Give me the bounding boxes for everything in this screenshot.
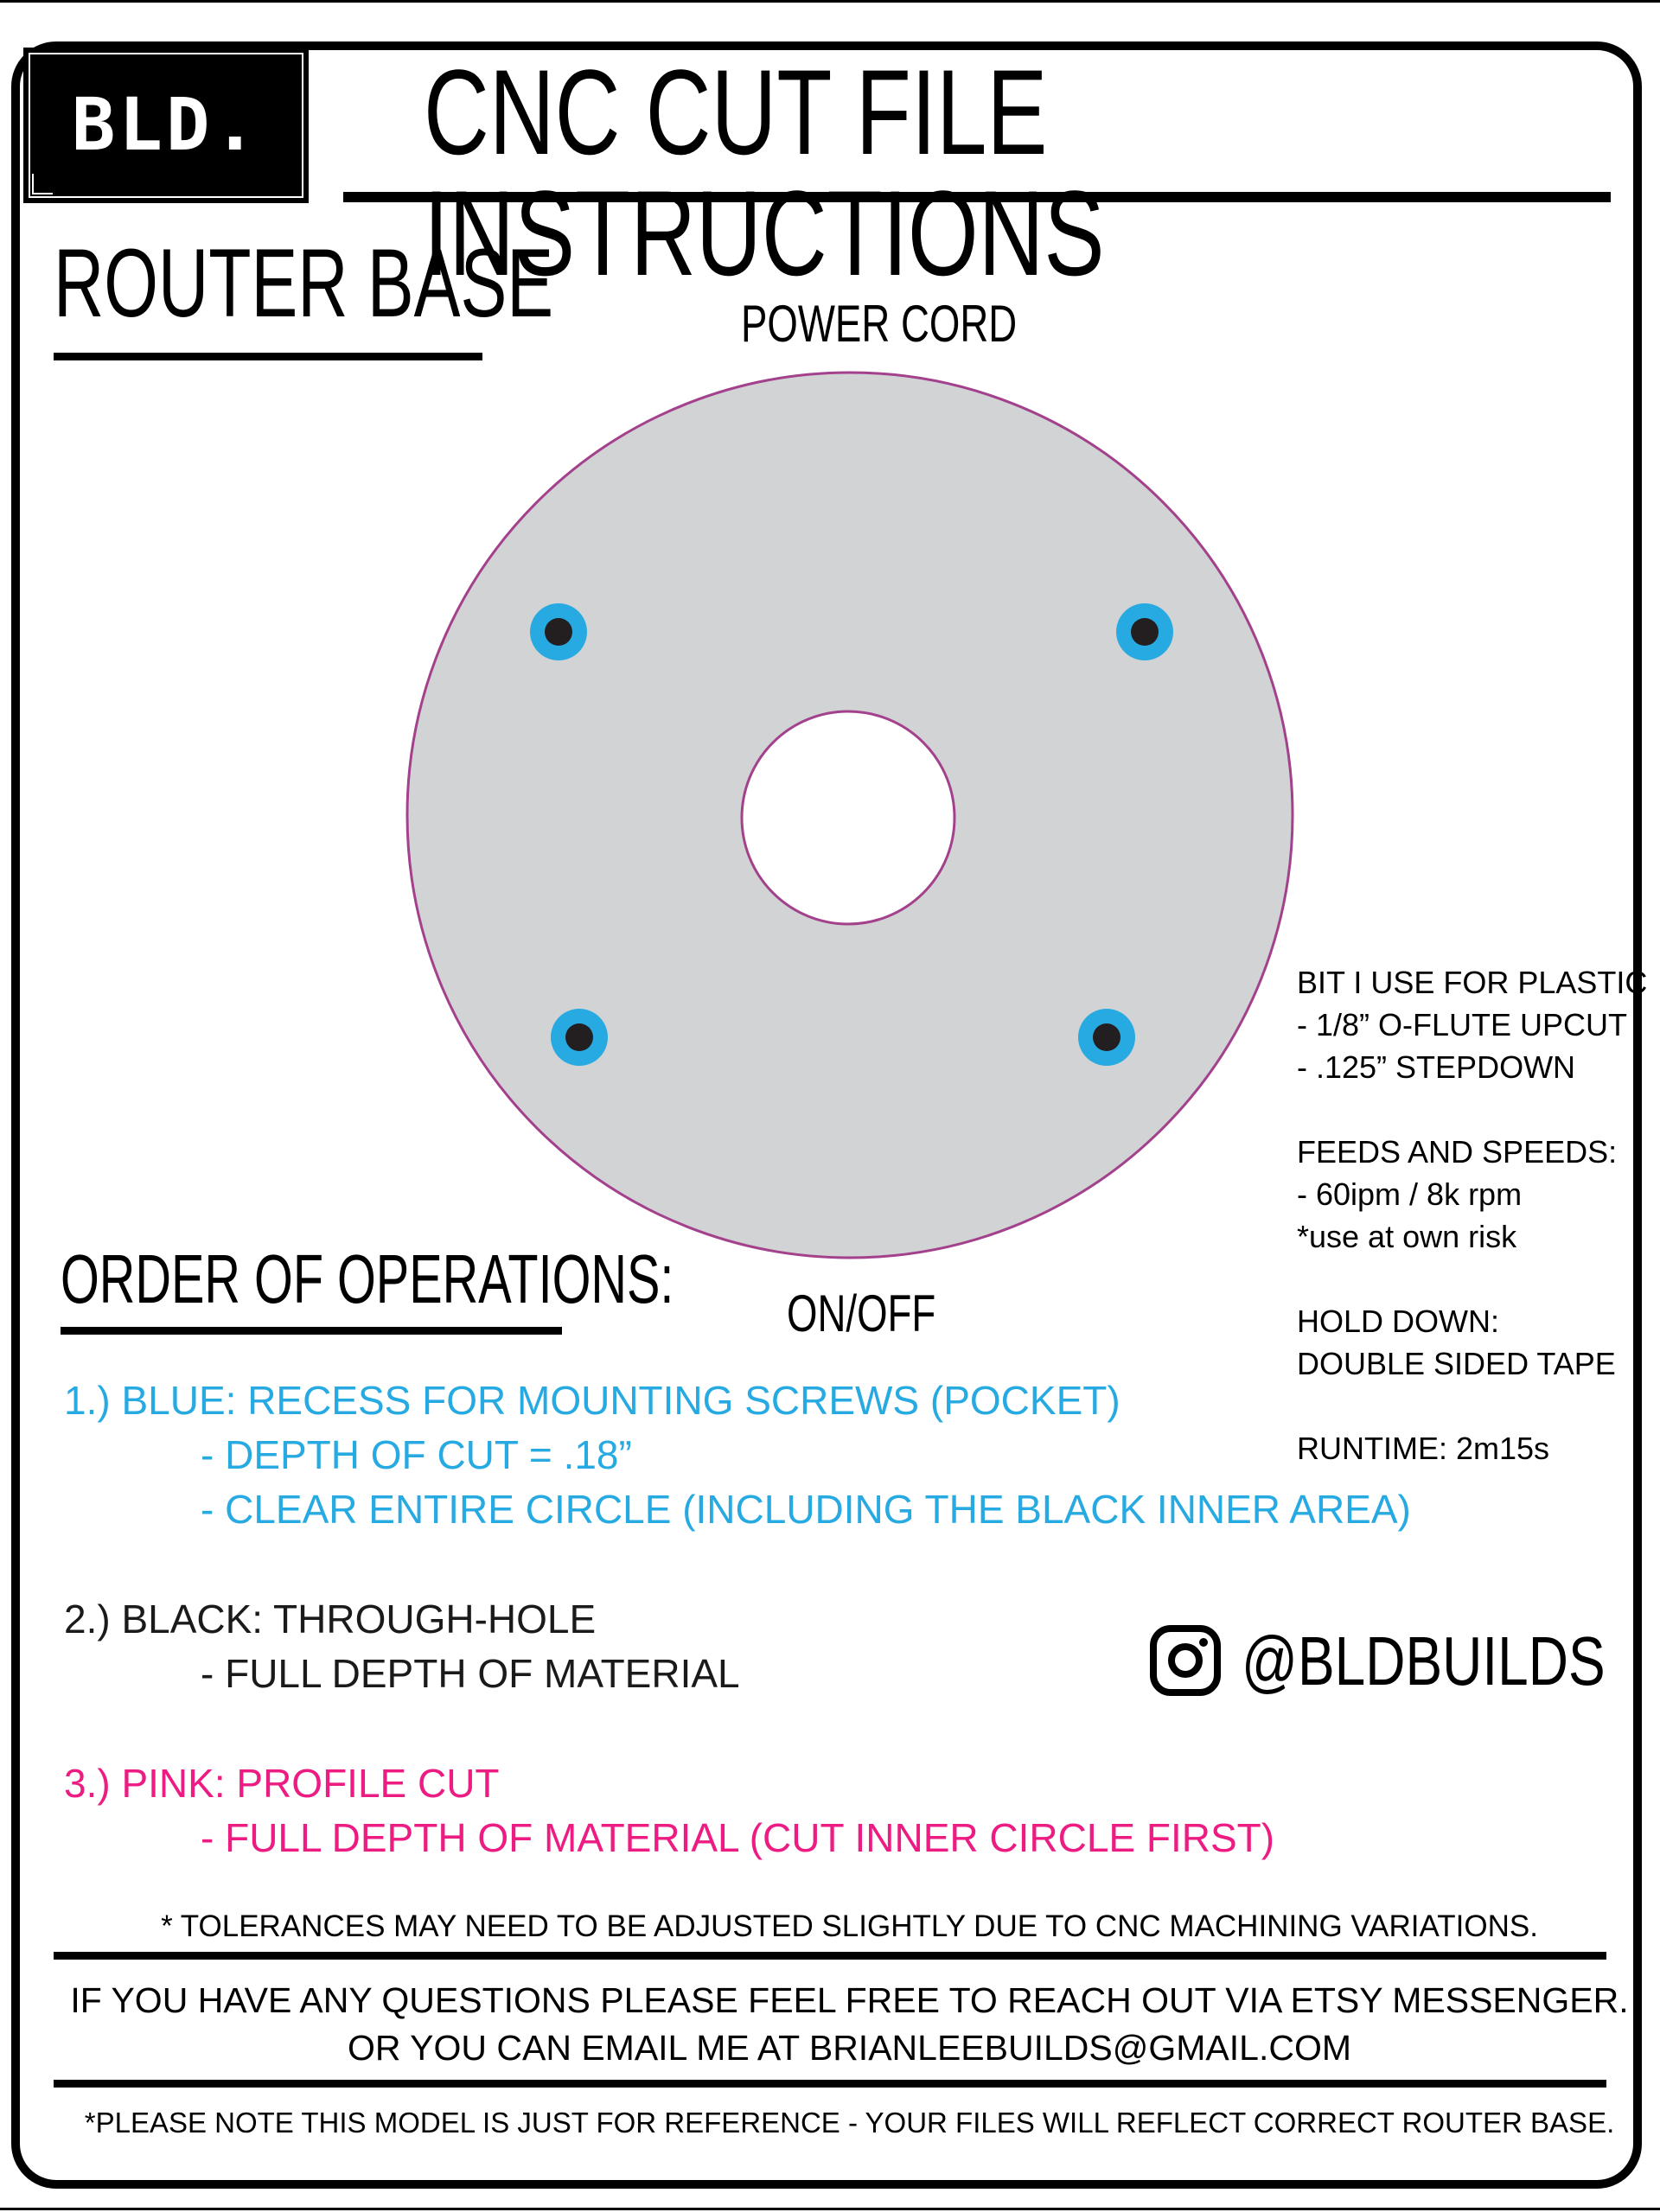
operations-underline — [61, 1327, 562, 1335]
notes-spacer — [1297, 1385, 1647, 1427]
op1-heading: 1.) BLUE: RECESS FOR MOUNTING SCREWS (PO… — [64, 1378, 1120, 1423]
bld-logo: BLD. — [23, 48, 309, 203]
logo-inner-border — [29, 53, 303, 198]
section-underline — [54, 353, 482, 360]
instagram-icon — [1150, 1625, 1221, 1696]
power-cord-label: POWER CORD — [741, 295, 1018, 353]
logo-corner-mark — [32, 174, 53, 194]
screw-pocket-icon — [530, 603, 587, 660]
center-bit-hole — [740, 710, 956, 926]
contact-line-1: IF YOU HAVE ANY QUESTIONS PLEASE FEEL FR… — [70, 1980, 1629, 2020]
notes-line: - 60ipm / 8k rpm — [1297, 1176, 1523, 1212]
bottom-border-line — [0, 2208, 1660, 2210]
reference-note: *PLEASE NOTE THIS MODEL IS JUST FOR REFE… — [84, 2107, 1615, 2139]
contact-line-2: OR YOU CAN EMAIL ME AT BRIANLEEBUILDS@GM… — [347, 2028, 1352, 2068]
op2-depth: - FULL DEPTH OF MATERIAL — [201, 1651, 740, 1696]
notes-line: FEEDS AND SPEEDS: — [1297, 1134, 1618, 1170]
instagram-handle: @BLDBUILDS — [1242, 1622, 1606, 1699]
on-off-label: ON/OFF — [787, 1284, 936, 1342]
op3-depth: - FULL DEPTH OF MATERIAL (CUT INNER CIRC… — [201, 1815, 1275, 1860]
top-border-line — [0, 0, 1660, 3]
operations-title: ORDER OF OPERATIONS: — [61, 1240, 674, 1317]
op1-clear: - CLEAR ENTIRE CIRCLE (INCLUDING THE BLA… — [201, 1487, 1411, 1532]
op1-depth: - DEPTH OF CUT = .18” — [201, 1432, 632, 1477]
notes-line: - 1/8” O-FLUTE UPCUT — [1297, 1007, 1628, 1042]
title-underline — [343, 192, 1611, 202]
screw-pocket-icon — [551, 1009, 608, 1066]
notes-spacer — [1297, 1088, 1647, 1131]
section-title: ROUTER BASE — [54, 229, 554, 337]
notes-line: HOLD DOWN: — [1297, 1304, 1499, 1339]
screw-pocket-icon — [1078, 1009, 1135, 1066]
notes-line: *use at own risk — [1297, 1219, 1517, 1254]
tolerance-note: * TOLERANCES MAY NEED TO BE ADJUSTED SLI… — [161, 1909, 1538, 1943]
notes-spacer — [1297, 1258, 1647, 1300]
op3-heading: 3.) PINK: PROFILE CUT — [64, 1761, 500, 1806]
footer-divider-bottom — [54, 2080, 1606, 2088]
page-frame — [11, 41, 1642, 2189]
bit-settings-notes: BIT I USE FOR PLASTIC - 1/8” O-FLUTE UPC… — [1297, 961, 1647, 1469]
notes-line: - .125” STEPDOWN — [1297, 1049, 1576, 1085]
op2-heading: 2.) BLACK: THROUGH-HOLE — [64, 1597, 597, 1641]
notes-line: RUNTIME: 2m15s — [1297, 1431, 1550, 1466]
logo-text: BLD. — [71, 82, 261, 167]
screw-pocket-icon — [1116, 603, 1173, 660]
notes-line: DOUBLE SIDED TAPE — [1297, 1346, 1616, 1381]
footer-divider-top — [54, 1952, 1606, 1960]
notes-line: BIT I USE FOR PLASTIC — [1297, 965, 1648, 1000]
